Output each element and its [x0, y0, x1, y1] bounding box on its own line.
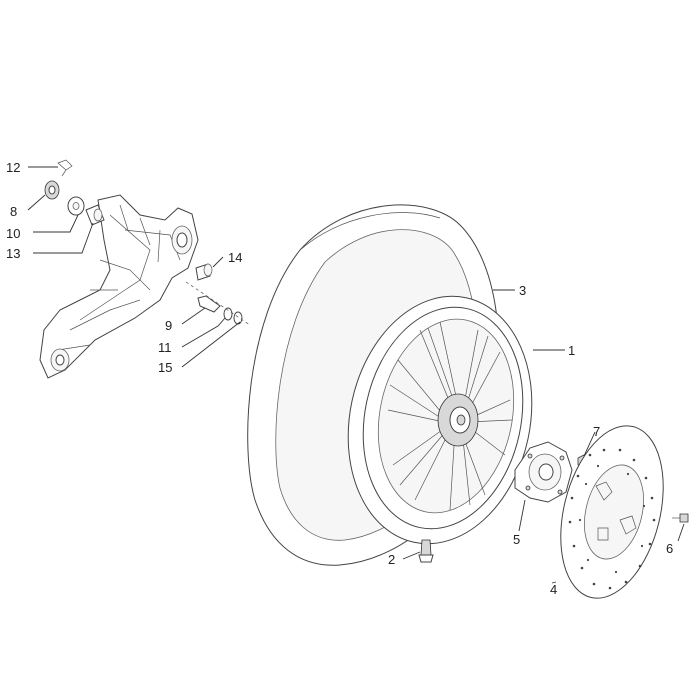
bushing-part-14 [195, 263, 213, 281]
callout-15: 15 [158, 360, 172, 375]
callout-13: 13 [6, 246, 20, 261]
washer-part-10 [67, 196, 85, 216]
callout-2: 2 [388, 552, 395, 567]
callout-14: 14 [228, 250, 242, 265]
callout-5: 5 [513, 532, 520, 547]
callout-1: 1 [568, 343, 575, 358]
leader-lines [27, 166, 685, 584]
callout-9: 9 [165, 318, 172, 333]
valve-part-2 [418, 539, 434, 563]
brake-disc [560, 425, 664, 599]
callout-10: 10 [6, 226, 20, 241]
callout-3: 3 [519, 283, 526, 298]
disc-carrier [514, 441, 573, 503]
callout-7: 7 [593, 424, 600, 439]
castle-nut-part-8 [44, 180, 60, 200]
swing-arm-bracket [39, 194, 199, 379]
bolt-part-6 [672, 513, 689, 523]
split-pin-part-12 [57, 159, 73, 177]
callout-numbers: 1 2 3 4 5 6 7 8 9 10 11 12 13 14 15 [6, 160, 673, 597]
wheel-rim [347, 295, 533, 545]
callout-12: 12 [6, 160, 20, 175]
callout-8: 8 [10, 204, 17, 219]
callout-6: 6 [666, 541, 673, 556]
callout-11: 11 [158, 340, 172, 355]
axle-centerline [185, 281, 251, 326]
callout-4: 4 [550, 582, 557, 597]
bolt-part-9 [197, 295, 221, 313]
spacer-part-13 [85, 204, 105, 226]
washers-part-11-15 [223, 307, 243, 325]
